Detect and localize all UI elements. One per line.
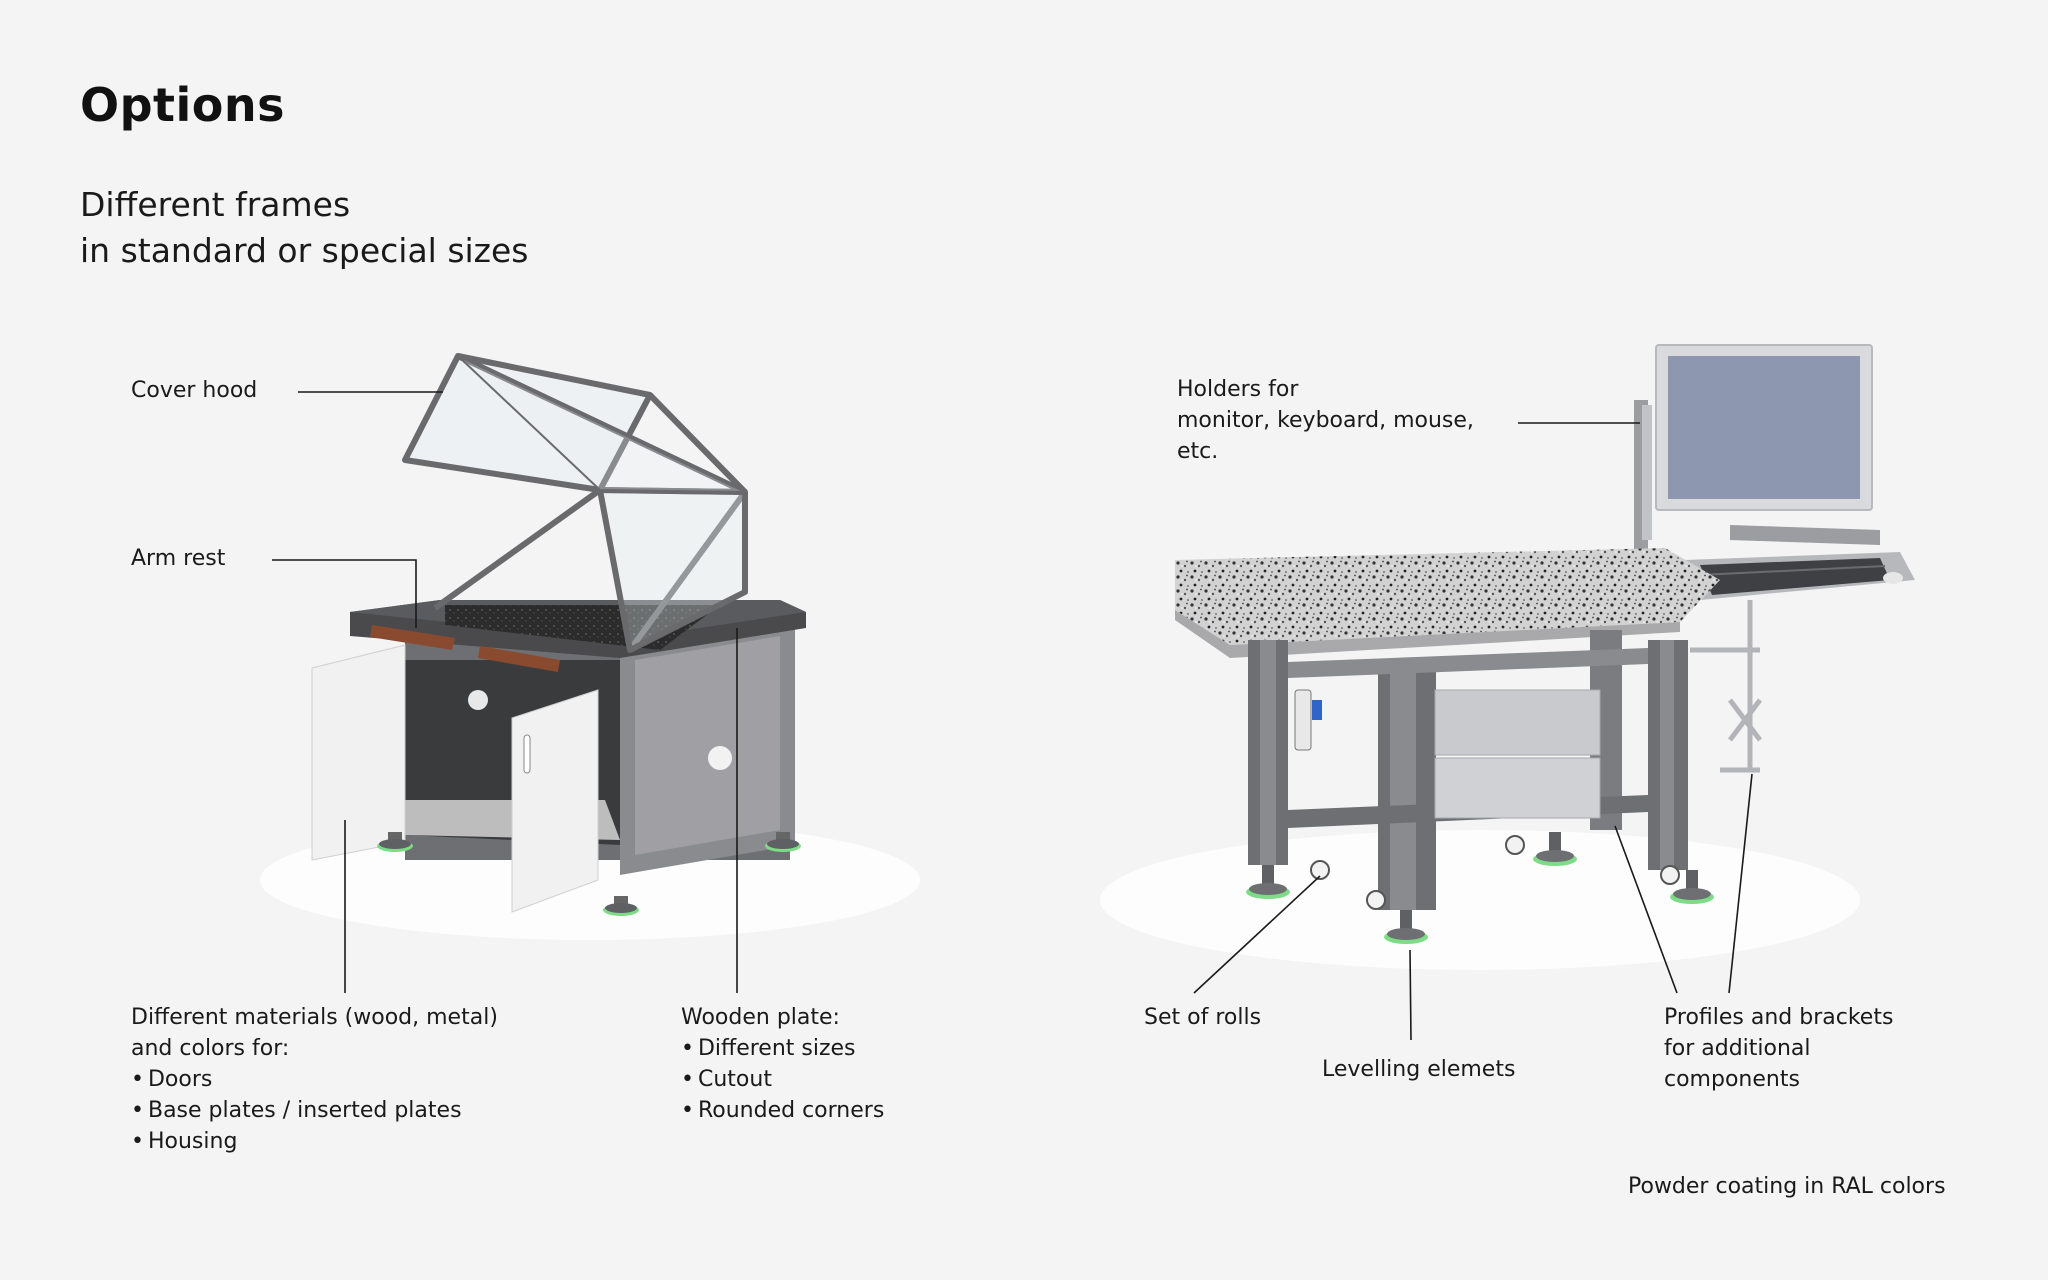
page-subtitle: Different frames in standard or special … xyxy=(80,182,529,274)
left-cabinet-feet xyxy=(377,832,801,916)
materials-bullet-doors: Doors xyxy=(131,1064,498,1095)
profiles-line-3-text: components xyxy=(1664,1067,1800,1092)
materials-line-2: and colors for: xyxy=(131,1036,290,1061)
levelling-feet xyxy=(1246,832,1714,944)
castors xyxy=(1310,835,1680,910)
subtitle-line-1: Different frames xyxy=(80,185,351,224)
profiles-line-2 xyxy=(1728,773,1753,994)
label-set-of-rolls: Set of rolls xyxy=(1144,1005,1262,1030)
holders-line-1: Holders for xyxy=(1177,377,1299,402)
levelling-line xyxy=(1409,949,1412,1041)
label-arm-rest: Arm rest xyxy=(131,546,226,571)
wooden-plate-bullet-corners: Rounded corners xyxy=(681,1095,884,1126)
label-profiles-brackets: Profiles and brackets for additional com… xyxy=(1664,1002,1893,1095)
materials-bullet-base-plates: Base plates / inserted plates xyxy=(131,1095,498,1126)
callout-lines xyxy=(272,391,1753,1041)
profiles-line-1 xyxy=(1614,825,1678,994)
granite-table-with-monitor xyxy=(1100,344,1915,970)
table-frame xyxy=(1248,630,1688,910)
subtitle-line-2: in standard or special sizes xyxy=(80,231,529,270)
wooden-plate-bullet-sizes: Different sizes xyxy=(681,1033,884,1064)
materials-line-1: Different materials (wood, metal) xyxy=(131,1005,498,1030)
materials-bullet-housing: Housing xyxy=(131,1126,498,1157)
label-levelling-elements: Levelling elemets xyxy=(1322,1057,1516,1082)
holders-line-2: monitor, keyboard, mouse, xyxy=(1177,408,1474,433)
monitor xyxy=(1655,344,1873,511)
profiles-line-2-text: for additional xyxy=(1664,1036,1811,1061)
profiles-line-1-text: Profiles and brackets xyxy=(1664,1005,1894,1030)
cabinet-with-cover-hood xyxy=(260,353,920,940)
label-wooden-plate: Wooden plate: Different sizes Cutout Rou… xyxy=(681,1002,884,1126)
profiles-and-brackets xyxy=(1690,600,1762,773)
label-cover-hood: Cover hood xyxy=(131,378,258,403)
wooden-plate-heading: Wooden plate: xyxy=(681,1005,840,1030)
arm-rest-line xyxy=(272,559,417,628)
page-title: Options xyxy=(80,78,286,132)
label-holders: Holders for monitor, keyboard, mouse, et… xyxy=(1177,374,1474,467)
label-different-materials: Different materials (wood, metal) and co… xyxy=(131,1002,498,1157)
footer-note: Powder coating in RAL colors xyxy=(1628,1174,1946,1199)
cover-hood xyxy=(402,353,748,653)
set-of-rolls-line xyxy=(1193,875,1321,994)
holders-line-3: etc. xyxy=(1177,439,1219,464)
wooden-plate-bullet-cutout: Cutout xyxy=(681,1064,884,1095)
